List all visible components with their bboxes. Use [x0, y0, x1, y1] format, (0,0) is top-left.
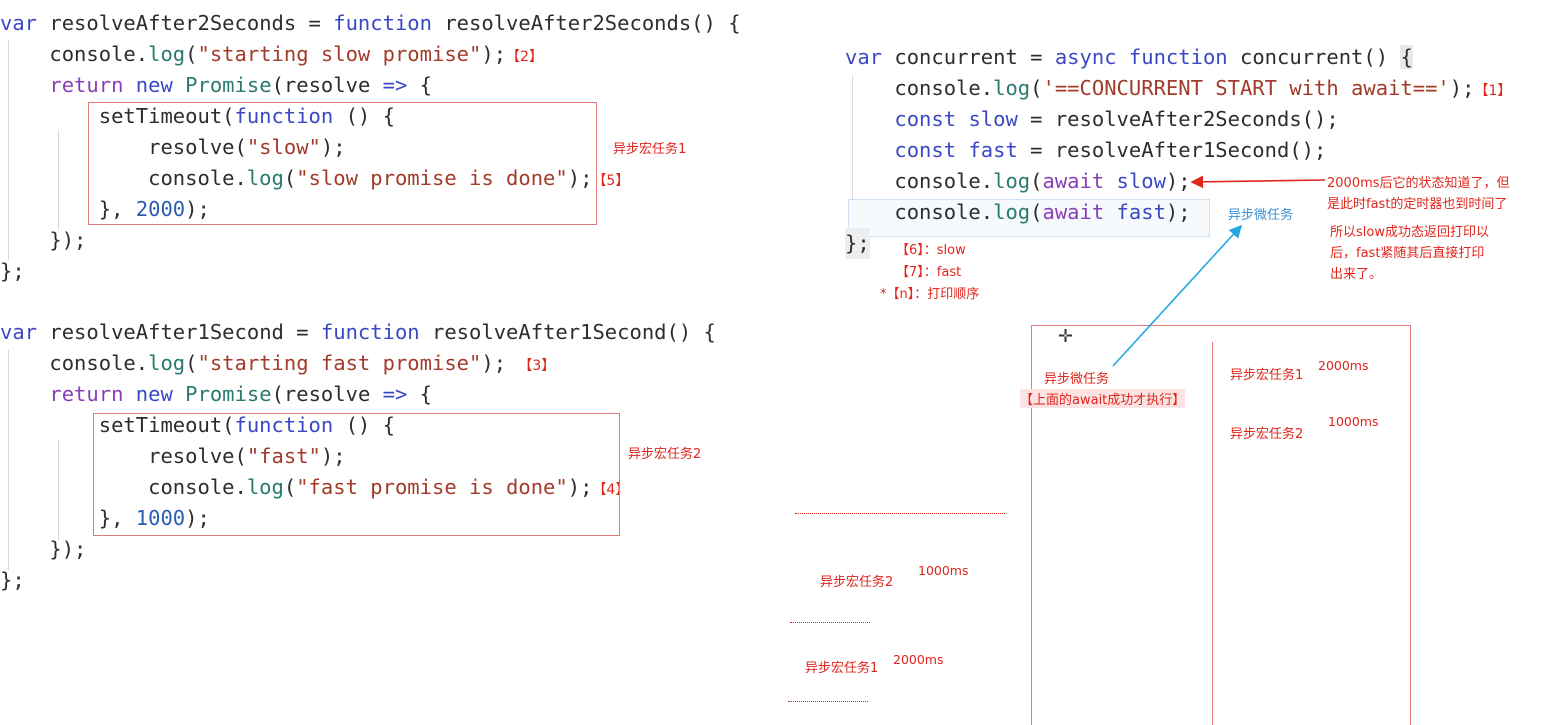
code-line: }, 1000); — [0, 506, 210, 530]
indent-guide — [852, 75, 853, 255]
order-marker: 【3】 — [518, 358, 556, 374]
highlighted-line — [848, 199, 1210, 237]
macrotask-box-2 — [93, 413, 620, 536]
code-line: }); — [0, 537, 87, 561]
code-line: console.log("starting slow promise");【2】 — [0, 42, 543, 66]
order-marker: 【1】 — [1474, 83, 1512, 99]
timeline-dotted-line — [790, 622, 870, 623]
queue-macro-label-2: 异步宏任务2 — [1230, 427, 1304, 442]
macrotask-label-2: 异步宏任务2 — [628, 447, 702, 462]
indent-guide — [8, 40, 9, 260]
red-arrow — [1190, 175, 1326, 189]
code-line: console.log(await fast); — [845, 200, 1191, 224]
legend-6: 【6】：slow — [896, 243, 966, 258]
queue-top-border — [1032, 325, 1410, 326]
order-marker: 【2】 — [506, 49, 543, 65]
code-line: const slow = resolveAfter2Seconds(); — [894, 107, 1339, 131]
queue-microtask-sub: 【上面的await成功才执行】 — [1020, 389, 1186, 408]
code-line: return new Promise(resolve => { — [49, 382, 433, 406]
legend-7: 【7】：fast — [896, 265, 962, 280]
indent-guide — [58, 440, 59, 540]
code-line: setTimeout(function () { — [0, 413, 395, 437]
explanation-note: 所以slow成功态返回打印以 后，fast紧随其后直接打印 出来了。 — [1330, 222, 1489, 285]
code-line: console.log("starting fast promise"); 【3… — [0, 351, 556, 375]
code-line: }; — [845, 228, 870, 259]
timeline-label-1: 异步宏任务2 — [820, 575, 894, 590]
arrow-note: 2000ms后它的状态知道了，但 是此时fast的定时器也到时间了 — [1327, 173, 1510, 215]
macrotask-label-1: 异步宏任务1 — [613, 142, 687, 157]
code-line: const fast = resolveAfter1Second(); — [894, 138, 1327, 162]
queue-right-border — [1410, 325, 1411, 725]
queue-macro-time-1: 2000ms — [1318, 358, 1369, 373]
note-line: 出来了。 — [1330, 267, 1383, 282]
timeline-time-1: 1000ms — [918, 563, 969, 578]
legend-n: *【n】：打印顺序 — [880, 287, 980, 302]
code-line: resolve("slow"); — [0, 135, 346, 159]
note-line: 所以slow成功态返回打印以 — [1330, 225, 1489, 240]
code-line: setTimeout(function () { — [0, 104, 395, 128]
note-line: 后，fast紧随其后直接打印 — [1330, 246, 1485, 261]
code-line: }); — [0, 228, 87, 252]
note-line: 是此时fast的定时器也到时间了 — [1327, 197, 1508, 212]
code-line: var resolveAfter1Second = function resol… — [0, 320, 716, 344]
timeline-time-2: 2000ms — [893, 652, 944, 667]
code-line: console.log(await slow); — [845, 169, 1191, 193]
code-line: }, 2000); — [0, 197, 210, 221]
code-line: var resolveAfter2Seconds = function reso… — [0, 11, 741, 35]
code-line: console.log("fast promise is done");【4】 — [0, 475, 630, 499]
code-line: resolve("fast"); — [0, 444, 346, 468]
code-line: console.log('==CONCURRENT START with awa… — [845, 76, 1512, 100]
indent-guide — [58, 130, 59, 230]
order-marker: 【5】 — [592, 173, 630, 189]
timeline-label-2: 异步宏任务1 — [805, 661, 879, 676]
queue-macro-time-2: 1000ms — [1328, 414, 1379, 429]
code-line: var concurrent = async function concurre… — [845, 45, 1413, 69]
macrotask-box-1 — [88, 102, 597, 225]
code-line: }; — [0, 568, 25, 592]
queue-macro-label-1: 异步宏任务1 — [1230, 368, 1304, 383]
queue-left-border — [1031, 325, 1032, 725]
blue-arrow — [1112, 224, 1243, 367]
code-line: return new Promise(resolve => { — [49, 73, 433, 97]
queue-microtask-label: 异步微任务 — [1044, 372, 1110, 387]
indent-guide — [8, 350, 9, 570]
timeline-dotted-line — [795, 513, 1005, 514]
queue-divider — [1212, 342, 1213, 725]
order-marker: 【4】 — [592, 482, 630, 498]
note-line: 2000ms后它的状态知道了，但 — [1327, 176, 1510, 191]
code-line: console.log("slow promise is done");【5】 — [0, 166, 630, 190]
code-line: }; — [0, 259, 25, 283]
timeline-dotted-line — [788, 701, 868, 702]
microtask-inline-label: 异步微任务 — [1228, 208, 1294, 223]
crosshair-cursor-icon: ✛ — [1058, 326, 1074, 347]
